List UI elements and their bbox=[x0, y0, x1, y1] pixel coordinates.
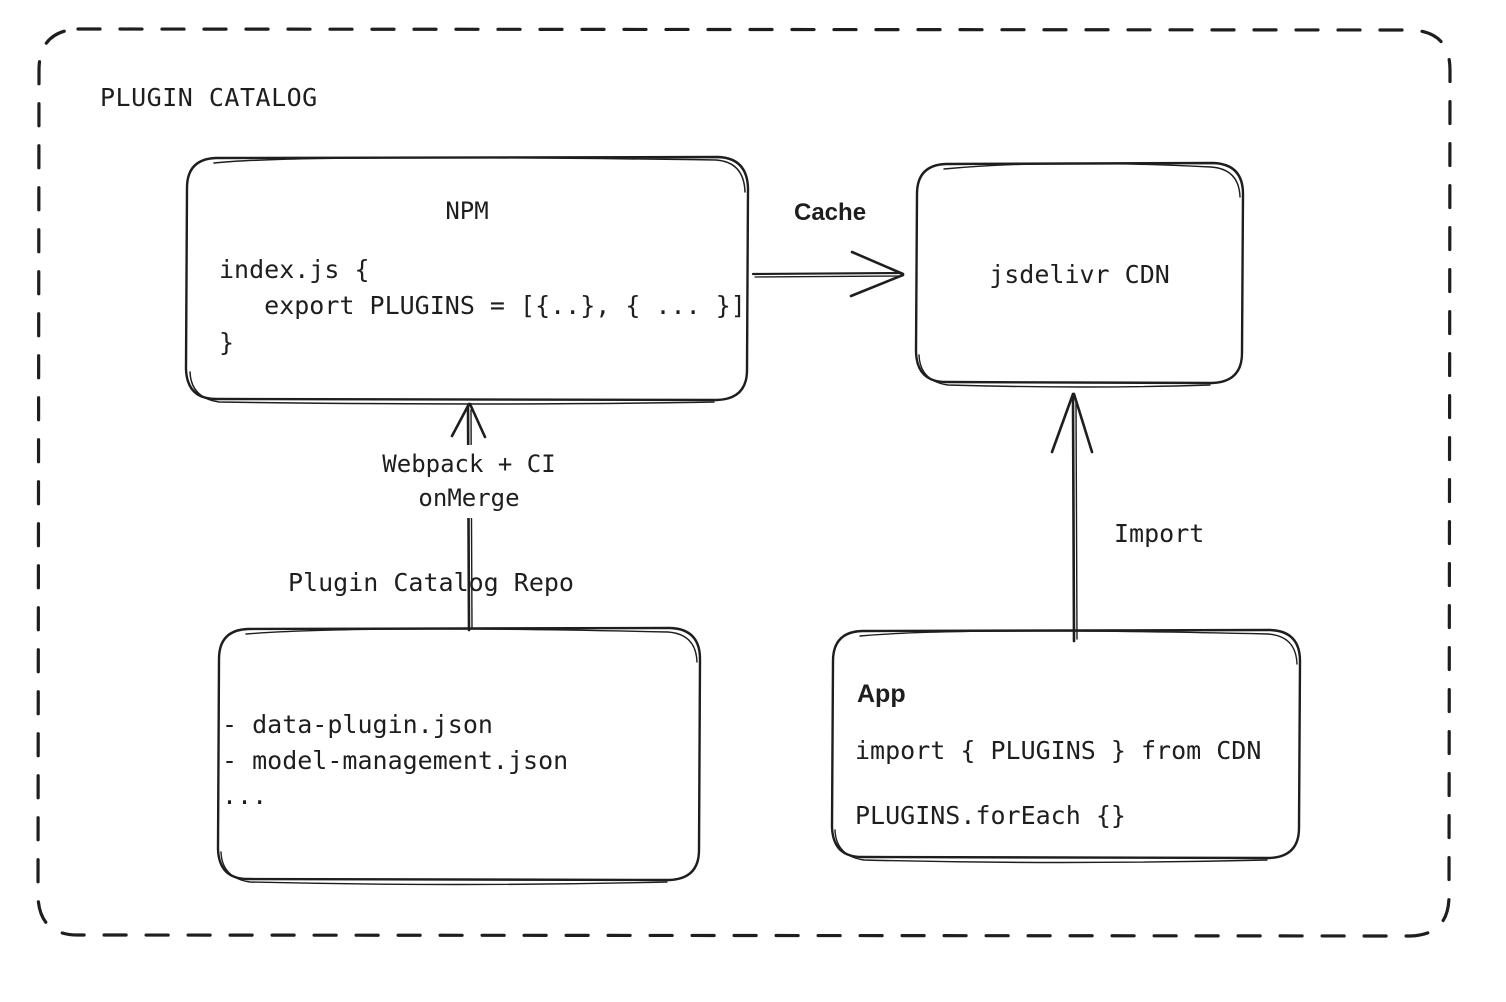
repo-node-items: - data-plugin.json - model-management.js… bbox=[222, 710, 569, 810]
app-node-code-import: import { PLUGINS } from CDN bbox=[855, 736, 1262, 765]
app-node-code-foreach: PLUGINS.forEach {} bbox=[855, 801, 1126, 830]
repo-node-label: Plugin Catalog Repo bbox=[288, 568, 574, 597]
frame-title: PLUGIN CATALOG bbox=[100, 83, 318, 112]
cache-arrow bbox=[751, 250, 905, 298]
import-edge-label: Import bbox=[1108, 516, 1211, 552]
cache-edge-label: Cache bbox=[789, 196, 872, 231]
build-edge-label: Webpack + CI onMerge bbox=[363, 445, 575, 519]
npm-node-code: index.js { export PLUGINS = [{..}, { ...… bbox=[219, 255, 746, 357]
app-node-title: App bbox=[857, 680, 906, 708]
cdn-node-title: jsdelivr CDN bbox=[989, 260, 1170, 289]
npm-node-title: NPM bbox=[445, 197, 489, 225]
import-arrow bbox=[1050, 392, 1094, 643]
